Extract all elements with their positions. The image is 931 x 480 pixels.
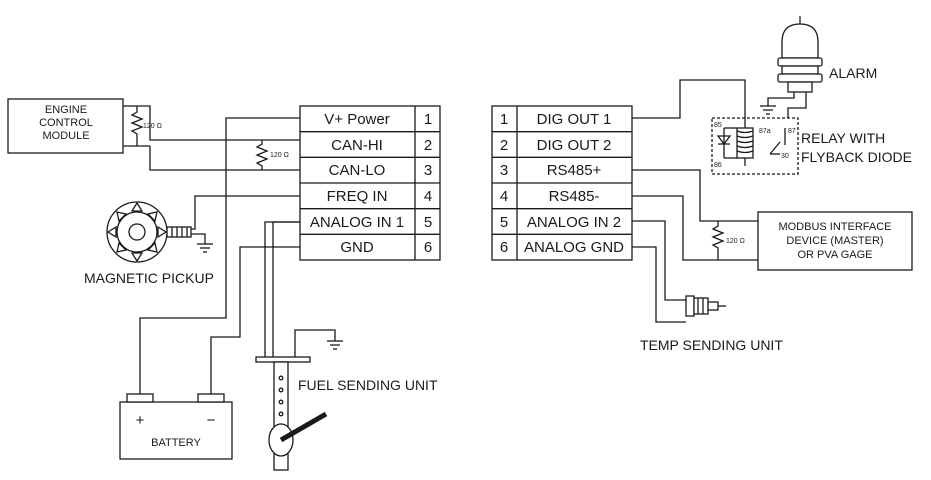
modbus-label-line2: DEVICE (MASTER) <box>786 235 883 247</box>
alarm-wiring <box>632 79 807 119</box>
right-terminal-name-5: ANALOG IN 2 <box>527 214 621 231</box>
power-wiring <box>139 117 300 394</box>
modbus-label-line3: OR PVA GAGE <box>798 249 873 261</box>
relay-pin-30: 30 <box>781 153 789 160</box>
right-terminal-block: 1 2 3 4 5 6 DIG OUT 1 DIG OUT 2 RS485+ R… <box>491 105 633 261</box>
left-terminal-num-6: 6 <box>424 239 432 256</box>
relay-pin-86: 86 <box>714 162 722 169</box>
magnetic-pickup-label: MAGNETIC PICKUP <box>84 270 214 286</box>
left-terminal-name-5: ANALOG IN 1 <box>310 214 404 231</box>
right-terminal-num-6: 6 <box>500 239 508 256</box>
fuel-sending-unit-label: FUEL SENDING UNIT <box>298 377 438 393</box>
battery-plus-label: + <box>136 412 145 429</box>
right-terminal-num-4: 4 <box>500 188 508 205</box>
relay-label-line2: FLYBACK DIODE <box>801 149 912 165</box>
relay-pin-85: 85 <box>714 122 722 129</box>
battery-label: BATTERY <box>151 437 201 449</box>
can-resistor-label: 120 Ω <box>270 152 289 159</box>
right-terminal-name-6: ANALOG GND <box>524 239 624 256</box>
temp-sending-unit: TEMP SENDING UNIT <box>632 220 783 353</box>
left-terminal-num-3: 3 <box>424 162 432 179</box>
left-terminal-name-2: CAN-HI <box>331 137 383 154</box>
battery: + − BATTERY <box>119 393 233 460</box>
relay-label-line1: RELAY WITH <box>801 130 885 146</box>
right-terminal-name-2: DIG OUT 2 <box>537 137 612 154</box>
left-terminal-num-5: 5 <box>424 214 432 231</box>
alarm-label: ALARM <box>829 65 877 81</box>
left-terminal-block: V+ Power CAN-HI CAN-LO FREQ IN ANALOG IN… <box>299 105 441 261</box>
right-terminal-name-1: DIG OUT 1 <box>537 111 612 128</box>
left-terminal-num-1: 1 <box>424 111 432 128</box>
left-terminal-name-6: GND <box>340 239 374 256</box>
fuel-sending-unit: FUEL SENDING UNIT <box>255 221 438 471</box>
battery-minus-label: − <box>207 412 216 429</box>
ecm-label-line1: ENGINE <box>45 104 87 116</box>
left-terminal-num-2: 2 <box>424 137 432 154</box>
alarm: ALARM <box>777 16 877 93</box>
left-terminal-name-3: CAN-LO <box>329 162 386 179</box>
left-terminal-name-4: FREQ IN <box>327 188 388 205</box>
ecm-label-line3: MODULE <box>42 130 89 142</box>
ecm-can-wiring: 120 Ω <box>123 105 300 171</box>
right-terminal-name-4: RS485- <box>549 188 600 205</box>
right-terminal-num-3: 3 <box>500 162 508 179</box>
right-terminal-name-3: RS485+ <box>547 162 602 179</box>
right-terminal-num-5: 5 <box>500 214 508 231</box>
engine-control-module: ENGINE CONTROL MODULE <box>7 98 124 154</box>
modbus-label-line1: MODBUS INTERFACE <box>778 221 891 233</box>
right-terminal-num-2: 2 <box>500 137 508 154</box>
ecm-resistor-label: 120 Ω <box>143 123 162 130</box>
left-terminal-name-1: V+ Power <box>324 111 389 128</box>
relay: 85 86 87a 87 30 RELAY WITH FLYBACK DIODE <box>711 117 912 175</box>
left-terminal-num-4: 4 <box>424 188 432 205</box>
relay-pin-87: 87 <box>788 128 796 135</box>
relay-pin-87a: 87a <box>759 128 771 135</box>
ecm-label-line2: CONTROL <box>39 117 93 129</box>
can-termination-resistor: 120 Ω <box>255 140 289 170</box>
magnetic-pickup: MAGNETIC PICKUP <box>84 195 300 286</box>
modbus-device: MODBUS INTERFACE DEVICE (MASTER) OR PVA … <box>757 211 913 271</box>
temp-sending-unit-label: TEMP SENDING UNIT <box>640 337 783 353</box>
rs485-resistor-label: 120 Ω <box>726 238 745 245</box>
right-terminal-num-1: 1 <box>500 111 508 128</box>
rs485-wiring: 120 Ω <box>632 169 758 261</box>
